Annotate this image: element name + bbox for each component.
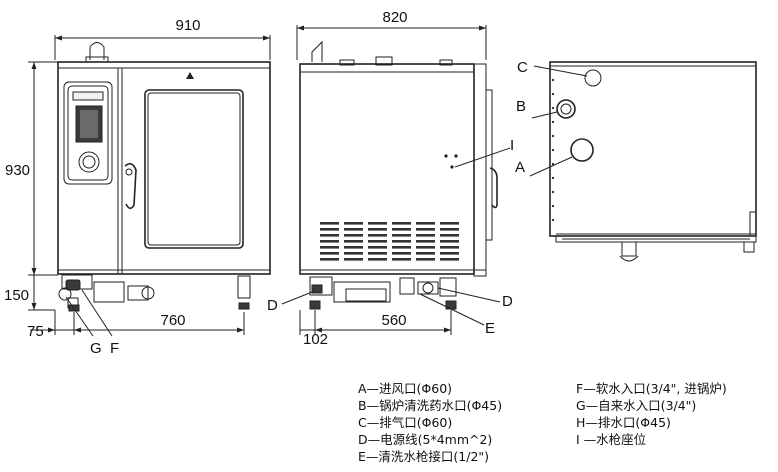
side-handle: [489, 167, 498, 209]
door-window: [144, 89, 244, 249]
vent-slot: [440, 234, 459, 237]
vent-slot: [416, 252, 435, 255]
port-c-icon: [584, 69, 602, 87]
vent-slot: [344, 246, 363, 249]
vent-slot: [344, 240, 363, 243]
vent-slot: [440, 258, 459, 261]
vent-slot: [344, 234, 363, 237]
vent-grill: [320, 222, 459, 261]
side-view: 820 I D D E: [267, 9, 514, 348]
vent-slot: [344, 228, 363, 231]
vent-slot: [344, 222, 363, 225]
legend-item: D—电源线(5*4mm^2): [358, 432, 492, 447]
dim-front-width: 910: [175, 17, 200, 34]
rear-dot: [551, 78, 555, 82]
vent-slot: [392, 246, 411, 249]
vent-slot: [416, 228, 435, 231]
vent-slot: [392, 228, 411, 231]
vent-slot: [416, 246, 435, 249]
port-b-icon: [556, 99, 576, 119]
vent-slot: [320, 234, 339, 237]
vent-slot: [368, 258, 387, 261]
brand-plate: [72, 91, 104, 101]
legend-item: G—自来水入口(3/4"): [576, 398, 696, 413]
label-a: A: [515, 159, 525, 176]
rear-dot: [551, 134, 555, 138]
rear-dot: [551, 204, 555, 208]
dim-front-height: 930: [5, 162, 30, 179]
vent-slot: [368, 228, 387, 231]
vent-slot: [368, 234, 387, 237]
vent-slot: [416, 234, 435, 237]
legend-item: A—进风口(Φ60): [358, 381, 452, 396]
front-view: 910 930 150: [4, 17, 271, 357]
legend-item: I —水枪座位: [576, 432, 646, 447]
rear-dot: [551, 120, 555, 124]
vent-slot: [440, 252, 459, 255]
dim-base-height: 150: [4, 287, 29, 304]
label-g: G: [90, 340, 102, 357]
legend-item: F—软水入口(3/4", 进锅炉): [576, 381, 727, 396]
port-a-icon: [570, 138, 594, 162]
vent-slot: [440, 246, 459, 249]
legend-item: H—排水口(Φ45): [576, 415, 671, 430]
vent-slot: [320, 252, 339, 255]
rear-dot: [551, 92, 555, 96]
control-knob: [78, 151, 100, 173]
vent-slot: [392, 240, 411, 243]
label-d-right: D: [502, 293, 513, 310]
legend-item: E—清洗水枪接口(1/2"): [358, 449, 489, 464]
vent-slot: [320, 240, 339, 243]
vent-slot: [320, 228, 339, 231]
door-handle: [124, 162, 137, 210]
vent-slot: [392, 252, 411, 255]
vent-slot: [392, 258, 411, 261]
vent-slot: [368, 240, 387, 243]
vent-slot: [368, 246, 387, 249]
vent-slot: [344, 252, 363, 255]
vent-slot: [416, 258, 435, 261]
rear-view: C B A: [515, 59, 757, 262]
dim-side-depth: 820: [382, 9, 407, 26]
vent-slot: [320, 258, 339, 261]
vent-slot: [320, 222, 339, 225]
rear-dot: [551, 218, 555, 222]
dim-side-offset: 102: [303, 331, 328, 348]
label-e: E: [485, 320, 495, 337]
rear-dot: [551, 162, 555, 166]
vent-slot: [416, 240, 435, 243]
legend: A—进风口(Φ60) B—锅炉清洗药水口(Φ45) C—排气口(Φ60) D—电…: [358, 381, 727, 464]
rear-dot: [551, 148, 555, 152]
label-c: C: [517, 59, 528, 76]
label-i: I: [510, 137, 514, 154]
rear-dot: [551, 190, 555, 194]
vent-slot: [368, 252, 387, 255]
vent-slot: [440, 222, 459, 225]
vent-slot: [392, 234, 411, 237]
label-d-left: D: [267, 297, 278, 314]
vent-slot: [440, 228, 459, 231]
legend-item: C—排气口(Φ60): [358, 415, 452, 430]
front-cabinet: [57, 61, 271, 275]
dim-left-offset: 75: [27, 323, 44, 340]
control-panel: [63, 81, 113, 185]
rear-dot: [551, 176, 555, 180]
warning-icon: [186, 72, 194, 79]
vent-slot: [368, 222, 387, 225]
dim-foot-span-front: 760: [160, 312, 185, 329]
vent-slot: [416, 222, 435, 225]
vent-slot: [440, 240, 459, 243]
vent-slot: [392, 222, 411, 225]
rear-panel: [549, 61, 757, 237]
label-b: B: [516, 98, 526, 115]
dim-foot-span-side: 560: [381, 312, 406, 329]
rear-dot: [551, 106, 555, 110]
legend-item: B—锅炉清洗药水口(Φ45): [358, 398, 502, 413]
rear-edge-dots: [551, 78, 555, 222]
label-f: F: [110, 340, 119, 357]
vent-slot: [320, 246, 339, 249]
vent-slot: [344, 258, 363, 261]
